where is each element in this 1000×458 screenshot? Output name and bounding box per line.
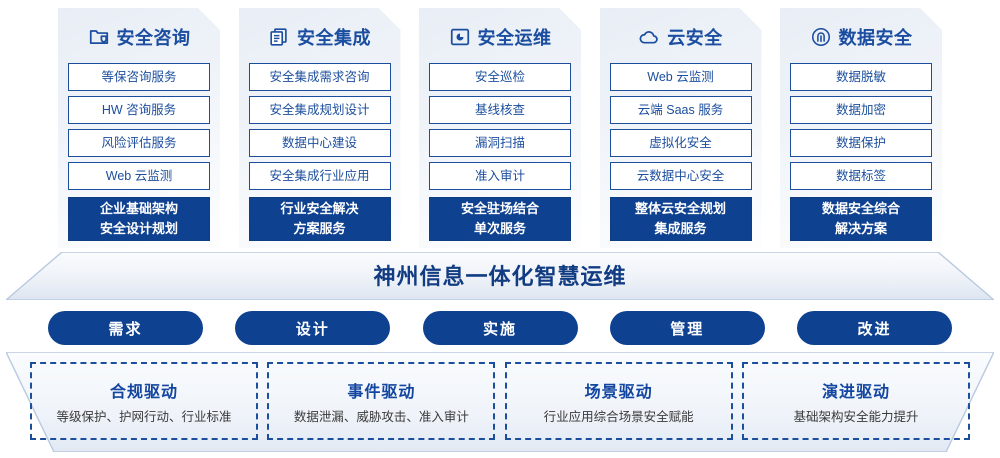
lifecycle-pill-design[interactable]: 设计 [235, 311, 391, 345]
driver-title: 事件驱动 [347, 383, 416, 401]
driver-list: 合规驱动 等级保护、护网行动、行业标准 事件驱动 数据泄漏、威胁攻击、准入审计 … [30, 362, 970, 440]
pillar-header: 安全运维 [429, 22, 571, 52]
pillar-item[interactable]: Web 云监测 [610, 63, 752, 91]
driver-description: 行业应用综合场景安全赋能 [543, 409, 694, 424]
pillar-highlight-line: 行业安全解决 [280, 201, 359, 216]
driver-title: 合规驱动 [109, 383, 178, 401]
pillar-item[interactable]: HW 咨询服务 [68, 96, 210, 124]
pillar-item[interactable]: 虚拟化安全 [610, 129, 752, 157]
driver-title: 场景驱动 [584, 383, 653, 401]
lifecycle-pill-improvement[interactable]: 改进 [797, 311, 952, 345]
pillar-item[interactable]: 数据中心建设 [249, 129, 391, 157]
pillar-item-list: 数据脱敏 数据加密 数据保护 数据标签 数据安全综合 解决方案 [790, 63, 932, 241]
pillar-item[interactable]: 云端 Saas 服务 [610, 96, 752, 124]
driver-description: 基础架构安全能力提升 [793, 409, 919, 424]
pillar-highlight-item[interactable]: 安全驻场结合 单次服务 [429, 197, 571, 241]
cloud-icon [638, 26, 660, 48]
pillar-item-list: Web 云监测 云端 Saas 服务 虚拟化安全 云数据中心安全 整体云安全规划… [610, 63, 752, 241]
pillar-item[interactable]: 等保咨询服务 [68, 63, 210, 91]
pillar-highlight-line: 方案服务 [293, 221, 346, 236]
driver-title: 演进驱动 [821, 383, 890, 401]
pillar-title: 安全集成 [297, 28, 371, 48]
pillar-title: 云安全 [667, 28, 723, 48]
pillar-highlight-item[interactable]: 数据安全综合 解决方案 [790, 197, 932, 241]
pillar-item[interactable]: 安全集成需求咨询 [249, 63, 391, 91]
pillar-item[interactable]: 安全集成行业应用 [249, 162, 391, 190]
driver-description: 数据泄漏、威胁攻击、准入审计 [293, 409, 469, 424]
driver-card-incident[interactable]: 事件驱动 数据泄漏、威胁攻击、准入审计 [267, 362, 496, 440]
pillar-item-list: 安全集成需求咨询 安全集成规划设计 数据中心建设 安全集成行业应用 行业安全解决… [249, 63, 391, 241]
lifecycle-pill-implementation[interactable]: 实施 [422, 311, 578, 345]
pillar-highlight-line: 解决方案 [834, 221, 887, 236]
pillar-item[interactable]: 数据加密 [790, 96, 932, 124]
pillar-item[interactable]: 安全集成规划设计 [249, 96, 391, 124]
pillar-card-security-consulting[interactable]: 安全咨询 等保咨询服务 HW 咨询服务 风险评估服务 Web 云监测 企业基础架… [58, 8, 220, 248]
stacked-documents-icon [268, 26, 290, 48]
pillar-header: 安全咨询 [68, 22, 210, 52]
pillar-header: 数据安全 [790, 22, 932, 52]
pie-chart-monitor-icon [449, 26, 471, 48]
pillar-item[interactable]: 准入审计 [429, 162, 571, 190]
pillar-highlight-line: 安全设计规划 [99, 221, 178, 236]
pillar-highlight-item[interactable]: 行业安全解决 方案服务 [249, 197, 391, 241]
pillar-highlight-line: 企业基础架构 [99, 201, 178, 216]
pillar-card-list: 安全咨询 等保咨询服务 HW 咨询服务 风险评估服务 Web 云监测 企业基础架… [58, 8, 942, 248]
pillar-highlight-item[interactable]: 整体云安全规划 集成服务 [610, 197, 752, 241]
folder-shield-icon [88, 26, 110, 48]
platform-banner-title: 神州信息一体化智慧运维 [373, 264, 627, 289]
pillar-item-list: 等保咨询服务 HW 咨询服务 风险评估服务 Web 云监测 企业基础架构 安全设… [68, 63, 210, 241]
pillar-highlight-line: 安全驻场结合 [460, 201, 539, 216]
fingerprint-icon [810, 26, 832, 48]
driver-card-compliance[interactable]: 合规驱动 等级保护、护网行动、行业标准 [30, 362, 258, 440]
pillar-item[interactable]: 数据标签 [790, 162, 932, 190]
pillar-item[interactable]: 云数据中心安全 [610, 162, 752, 190]
pillar-item[interactable]: 漏洞扫描 [429, 129, 571, 157]
platform-banner: 神州信息一体化智慧运维 [6, 252, 994, 300]
lifecycle-pill-management[interactable]: 管理 [609, 311, 765, 345]
pillar-highlight-line: 单次服务 [473, 221, 526, 236]
pillar-highlight-line: 集成服务 [654, 221, 707, 236]
pillar-highlight-line: 整体云安全规划 [634, 201, 726, 216]
pillar-item[interactable]: 风险评估服务 [68, 129, 210, 157]
pillar-item[interactable]: 数据脱敏 [790, 63, 932, 91]
pillar-item[interactable]: 安全巡检 [429, 63, 571, 91]
pillar-header: 安全集成 [249, 22, 391, 52]
pillar-card-security-integration[interactable]: 安全集成 安全集成需求咨询 安全集成规划设计 数据中心建设 安全集成行业应用 行… [239, 8, 401, 248]
pillar-card-cloud-security[interactable]: 云安全 Web 云监测 云端 Saas 服务 虚拟化安全 云数据中心安全 整体云… [600, 8, 762, 248]
pillar-highlight-line: 数据安全综合 [821, 201, 900, 216]
pillar-card-data-security[interactable]: 数据安全 数据脱敏 数据加密 数据保护 数据标签 数据安全综合 解决方案 [780, 8, 942, 248]
pillar-highlight-item[interactable]: 企业基础架构 安全设计规划 [68, 197, 210, 241]
pillar-title: 安全运维 [477, 28, 552, 48]
pillar-item-list: 安全巡检 基线核查 漏洞扫描 准入审计 安全驻场结合 单次服务 [429, 63, 571, 241]
pillar-item[interactable]: Web 云监测 [68, 162, 210, 190]
pillar-card-security-operations[interactable]: 安全运维 安全巡检 基线核查 漏洞扫描 准入审计 安全驻场结合 单次服务 [419, 8, 581, 248]
driver-description: 等级保护、护网行动、行业标准 [56, 409, 232, 424]
pillar-header: 云安全 [610, 22, 752, 52]
pillar-title: 数据安全 [838, 28, 913, 48]
driver-card-scenario[interactable]: 场景驱动 行业应用综合场景安全赋能 [504, 362, 733, 440]
driver-card-evolution[interactable]: 演进驱动 基础架构安全能力提升 [741, 362, 970, 440]
pillar-item[interactable]: 基线核查 [429, 96, 571, 124]
pillar-item[interactable]: 数据保护 [790, 129, 932, 157]
lifecycle-pill-list: 需求 设计 实施 管理 改进 [48, 311, 952, 345]
lifecycle-pill-requirement[interactable]: 需求 [48, 311, 203, 345]
pillar-title: 安全咨询 [116, 28, 191, 48]
